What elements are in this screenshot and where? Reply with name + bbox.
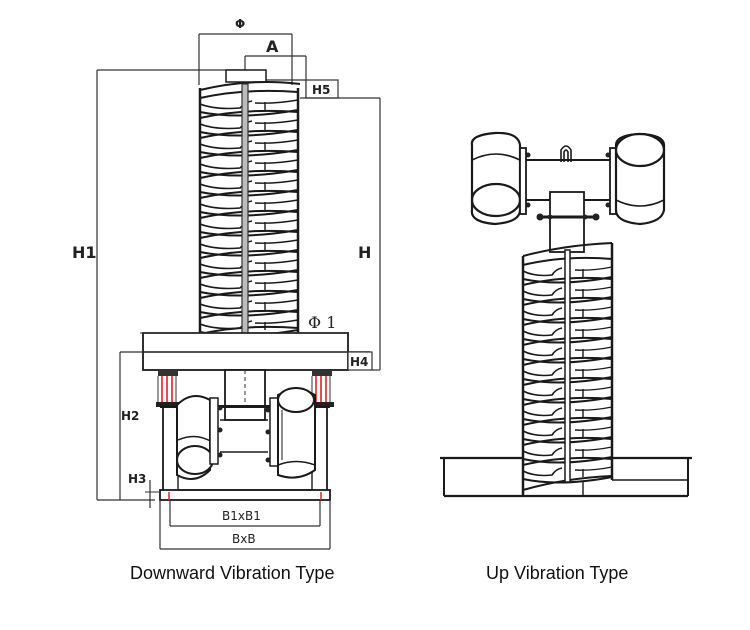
up-vibration-view xyxy=(440,131,692,498)
vibration-motor-left xyxy=(176,395,268,480)
dimension-h4-box xyxy=(347,351,373,371)
base-tray xyxy=(440,456,692,498)
dimension-h1: H1 xyxy=(72,69,245,501)
clamp-bar xyxy=(536,213,600,221)
dimension-h: H xyxy=(300,97,381,371)
vibration-motor-right xyxy=(265,387,316,479)
label-h: H xyxy=(358,243,371,262)
label-h3: H3 xyxy=(128,472,146,486)
upper-column xyxy=(549,191,585,253)
dimension-h3: H3 xyxy=(128,472,160,508)
dimension-h2: H2 xyxy=(119,351,143,500)
label-h1: H1 xyxy=(72,243,97,262)
dimension-b1xb1: B1xB1 xyxy=(169,500,321,527)
dimension-bxb: BxB xyxy=(159,500,331,550)
label-bxb: BxB xyxy=(232,532,256,546)
label-phi: Φ xyxy=(235,17,245,31)
vibration-motor-right-top xyxy=(605,132,666,226)
caption-downward-vibration: Downward Vibration Type xyxy=(130,563,335,583)
central-rod xyxy=(564,249,571,483)
downward-vibration-view: Φ A H1 H5 H xyxy=(72,17,381,550)
label-h5: H5 xyxy=(312,83,330,97)
spring-support-right xyxy=(310,370,334,407)
caption-up-vibration: Up Vibration Type xyxy=(486,563,629,583)
label-h4: H4 xyxy=(350,355,368,369)
label-a: A xyxy=(266,37,279,56)
base-plate: Φ 1 H4 xyxy=(140,313,373,371)
dimension-phi: Φ xyxy=(198,17,293,85)
lifting-hook xyxy=(560,145,572,162)
label-phi1: Φ 1 xyxy=(308,313,336,332)
label-b1xb1: B1xB1 xyxy=(222,509,261,523)
vibration-motor-left-top xyxy=(470,131,531,226)
spring-support-left xyxy=(156,370,180,407)
top-inlet xyxy=(225,69,267,83)
label-h2: H2 xyxy=(121,409,139,423)
spiral-tower xyxy=(198,81,301,353)
